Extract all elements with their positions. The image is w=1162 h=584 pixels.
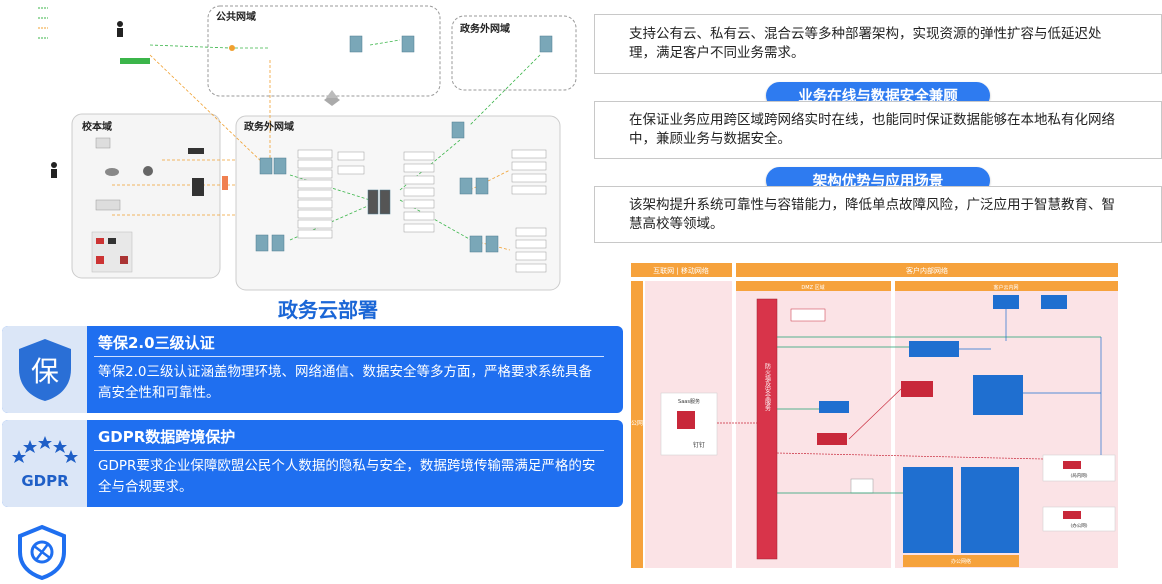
info-box-architecture: 该架构提升系统可靠性与容错能力，降低单点故障风险，广泛应用于智慧教育、智慧高校等… xyxy=(594,186,1162,243)
zone-label-public: 公共网域 xyxy=(216,10,256,23)
arch-connections xyxy=(717,309,1102,494)
customer-private-label: 客户云内网 xyxy=(993,284,1018,291)
public-side-label: 公网 xyxy=(631,420,643,427)
firewall-column xyxy=(756,298,778,560)
gdpr-stars-icon: GDPR xyxy=(11,435,78,490)
gov-cloud-network-diagram: 公共网域 政务外网域 校本域 政务外网域 xyxy=(38,5,577,291)
info-box-deployment: 支持公有云、私有云、混合云等多种部署架构，实现资源的弹性扩容与低延迟处理，满足客… xyxy=(594,14,1162,74)
card-icon-box: GDPR xyxy=(2,420,87,507)
service-list-blocks xyxy=(297,149,547,273)
info-text: 在保证业务应用跨区域跨网络实时在线，也能同时保证数据能够在本地私有化网络中，兼顾… xyxy=(629,112,1115,147)
person-icon xyxy=(51,162,57,178)
card-gdpr: GDPR GDPR数据跨境保护 GDPR要求企业保障欧盟公民个人数据的隐私与安全… xyxy=(2,420,623,507)
switch-icon xyxy=(324,90,340,106)
zone-gov-outer xyxy=(235,115,561,291)
shield-bao-icon: 保 xyxy=(18,338,71,401)
shield-bao-char: 保 xyxy=(30,355,58,388)
dingtalk-label: 钉钉 xyxy=(693,441,705,449)
info-text: 该架构提升系统可靠性与容错能力，降低单点故障风险，广泛应用于智慧教育、智慧高校等… xyxy=(629,196,1115,232)
card-icon-box: 保 xyxy=(2,326,87,413)
card-level-protection: 保 等保2.0三级认证 等保2.0三级认证涵盖物理环境、网络通信、数据安全等多方… xyxy=(2,326,623,413)
card-title: GDPR数据跨境保护 xyxy=(98,428,236,446)
card-divider xyxy=(94,450,604,451)
info-box-business: 在保证业务应用跨区域跨网络实时在线，也能同时保证数据能够在本地私有化网络中，兼顾… xyxy=(594,101,1162,159)
campus-devices xyxy=(91,137,228,273)
shield-logo-icon xyxy=(18,524,66,580)
diagram-legend xyxy=(38,7,48,39)
zone-label-campus: 校本域 xyxy=(82,120,112,133)
card-divider xyxy=(94,356,604,357)
card-text: 等保2.0三级认证涵盖物理环境、网络通信、数据安全等多方面，严格要求系统具备高安… xyxy=(98,364,592,401)
server-icons xyxy=(255,35,553,253)
info-text: 支持公有云、私有云、混合云等多种部署架构，实现资源的弹性扩容与低延迟处理，满足客… xyxy=(629,26,1102,61)
inner-lan-label: (局内网) xyxy=(1070,472,1087,479)
card-text: GDPR要求企业保障欧盟公民个人数据的隐私与安全，数据跨境传输需满足严格的安全与… xyxy=(98,458,596,495)
firewall-label: 防火墙及安全服务 xyxy=(764,362,771,412)
zone-gov-outer-small xyxy=(451,15,577,91)
card-title: 等保2.0三级认证 xyxy=(98,334,215,352)
zone-label-gov-outer: 政务外网域 xyxy=(244,120,294,133)
office-lan-label: (办公网) xyxy=(1070,522,1087,529)
zone-label-gov-outer-small: 政务外网域 xyxy=(460,22,510,35)
dmz-label: DMZ 区域 xyxy=(801,284,824,291)
deployment-caption: 政务云部署 xyxy=(278,298,378,322)
office-net-label: 办公网络 xyxy=(951,558,971,565)
internet-header-bar xyxy=(631,263,732,277)
public-side-bar xyxy=(631,281,643,568)
zone-public xyxy=(207,5,441,97)
saas-label: Saas服务 xyxy=(678,398,700,405)
saas-icon xyxy=(677,411,695,429)
internet-header: 互联网 | 移动网络 xyxy=(653,266,709,275)
green-tag xyxy=(120,58,150,64)
router-icon xyxy=(229,45,235,51)
intranet-header-bar xyxy=(736,263,1118,277)
intranet-header: 客户内部网络 xyxy=(906,266,948,275)
firewall-icon xyxy=(222,176,228,190)
architecture-diagram: 互联网 | 移动网络 客户内部网络 公网 DMZ 区域 客户云内网 防火墙及安全… xyxy=(631,263,1118,568)
gdpr-label: GDPR xyxy=(21,472,69,490)
person-icon xyxy=(117,21,123,37)
